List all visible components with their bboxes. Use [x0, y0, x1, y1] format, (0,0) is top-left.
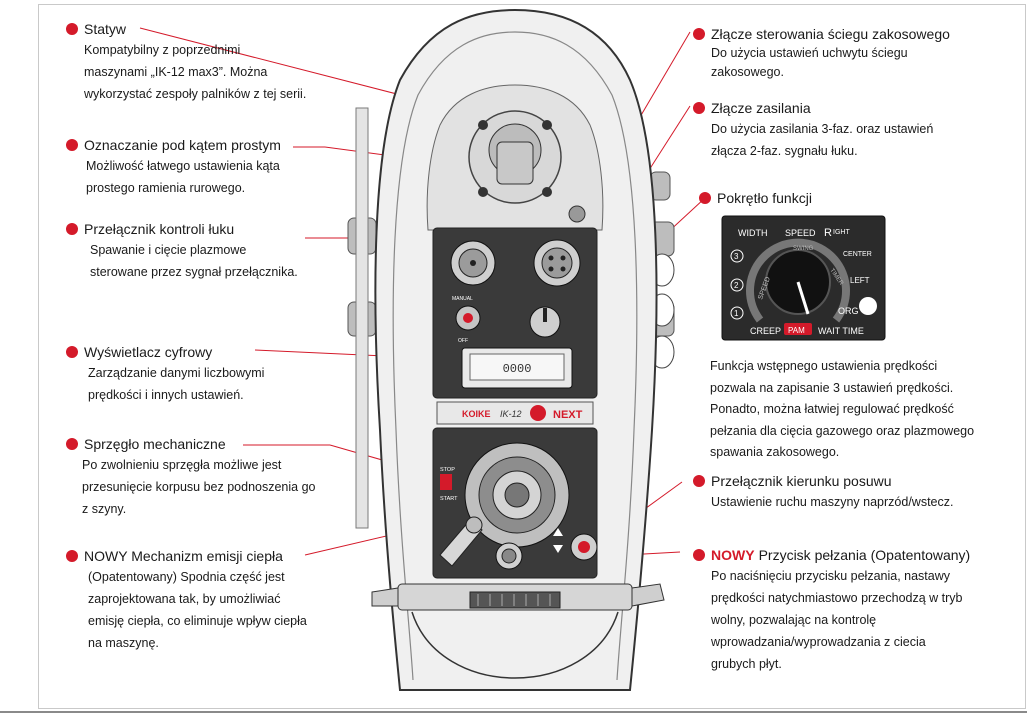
annotation-title: Przełącznik kierunku posuwu	[711, 473, 892, 489]
annotation-body: Funkcja wstępnego ustawienia prędkości p…	[710, 359, 975, 459]
dial-swing-label: SWING	[793, 246, 814, 252]
dial-left-label: LEFT	[850, 276, 870, 285]
annotation-pokretlo: Pokrętło funkcji	[699, 188, 899, 208]
display-value: 0000	[503, 362, 532, 376]
dial-pam-label: PAM	[788, 326, 805, 335]
off-label: OFF	[458, 338, 468, 344]
direction-switch	[553, 528, 563, 553]
dial-speed-label: SPEED	[785, 228, 816, 238]
annotation-title: Przycisk pełzania (Opatentowany)	[758, 547, 971, 563]
annotation-body: Zarządzanie danymi liczbowymi prędkości …	[88, 366, 265, 402]
annotation-title: Złącze zasilania	[711, 100, 811, 116]
new-badge: NOWY	[711, 547, 755, 563]
annotation-zasilania: Złącze zasilania Do użycia zasilania 3-f…	[693, 98, 1013, 162]
dial-right-r-label: R	[824, 227, 832, 239]
brand-text: KOIKE	[462, 409, 491, 419]
dial-labels: WIDTH SPEED R IGHT SWING CENTER LEFT TIM…	[734, 227, 872, 336]
annotation-sciegu: Złącze sterowania ściegu zakosowego Do u…	[693, 24, 1013, 82]
start-label: START	[440, 496, 458, 502]
bottom-rule	[0, 711, 1027, 713]
dial-width-label: WIDTH	[738, 228, 768, 238]
annotation-luk: Przełącznik kontroli łuku Spawanie i cię…	[66, 219, 366, 283]
bottom-connector	[495, 542, 523, 570]
annotation-wyswietlacz: Wyświetlacz cyfrowy Zarządzanie danymi l…	[66, 342, 366, 406]
stop-label: STOP	[440, 467, 455, 473]
brand-strip: KOIKE IK-12 NEXT	[436, 401, 594, 425]
bullet-dot	[66, 550, 78, 562]
manual-label: MANUAL	[452, 296, 473, 302]
annotation-title: NOWY Mechanizm emisji ciepła	[84, 548, 283, 564]
dial-org-label: ORG	[838, 306, 859, 316]
bullet-dot	[693, 549, 705, 561]
dial-wait-time-label: WAIT TIME	[818, 326, 864, 336]
dial-preset-3: 3	[734, 252, 739, 261]
annotation-kierunek: Przełącznik kierunku posuwu Ustawienie r…	[693, 471, 1013, 513]
bullet-dot	[66, 346, 78, 358]
annotation-body: Kompatybilny z poprzednimi maszynami „IK…	[84, 43, 307, 101]
dial-preset-2: 2	[734, 281, 739, 290]
annotation-title: Złącze sterowania ściegu zakosowego	[711, 26, 950, 42]
creep-button	[570, 533, 598, 561]
annotation-funkcja: Funkcja wstępnego ustawienia prędkości p…	[710, 356, 1020, 464]
annotation-body: Do użycia zasilania 3-faz. oraz ustawień…	[711, 122, 934, 158]
bullet-dot	[693, 475, 705, 487]
dial-preset-1: 1	[734, 309, 739, 318]
model-text: IK-12	[500, 409, 522, 419]
bullet-dot	[699, 192, 711, 204]
bullet-dot	[66, 223, 78, 235]
panel-function-knob	[529, 306, 561, 338]
annotation-title: Wyświetlacz cyfrowy	[84, 344, 213, 360]
annotation-title: Pokrętło funkcji	[717, 190, 812, 206]
bullet-dot	[693, 28, 705, 40]
annotation-body: Możliwość łatwego ustawienia kąta proste…	[86, 159, 280, 195]
model-suffix-text: NEXT	[553, 409, 583, 421]
annotation-body: Do użycia ustawień uchwytu ściegu zakoso…	[711, 46, 908, 79]
weaving-connector	[450, 240, 496, 286]
dial-right-label: IGHT	[833, 229, 850, 236]
right-wheels	[647, 171, 675, 369]
annotation-title: Statyw	[84, 21, 127, 37]
annotation-statyw: Statyw Kompatybilny z poprzednimi maszyn…	[66, 19, 366, 105]
annotation-title: Oznaczanie pod kątem prostym	[84, 137, 281, 153]
mechanical-clutch	[464, 442, 570, 548]
annotation-sprzeglo: Sprzęgło mechaniczne Po zwolnieniu sprzę…	[66, 434, 366, 520]
annotation-title: Przełącznik kontroli łuku	[84, 221, 235, 237]
stand-boss	[468, 110, 562, 204]
bullet-dot	[66, 438, 78, 450]
arc-switch: MANUAL OFF	[452, 296, 481, 344]
annotation-mechanizm: NOWY Mechanizm emisji ciepła (Opatentowa…	[66, 546, 366, 654]
annotation-title: Sprzęgło mechaniczne	[84, 436, 226, 452]
bullet-dot	[66, 23, 78, 35]
annotation-body: (Opatentowany) Spodnia część jest zaproj…	[88, 570, 307, 650]
power-connector	[533, 239, 581, 287]
bullet-dot	[66, 139, 78, 151]
bullet-dot	[693, 102, 705, 114]
figure-frame	[38, 4, 1026, 709]
dial-center-label: CENTER	[843, 251, 872, 258]
dial-creep-label: CREEP	[750, 326, 781, 336]
clutch-lever	[439, 516, 483, 567]
annotation-body: Po naciśnięciu przycisku pełzania, nasta…	[711, 569, 963, 671]
digital-display: 0000	[461, 347, 573, 389]
annotation-body: Spawanie i cięcie plazmowe sterowane prz…	[90, 243, 298, 279]
annotation-body: Ustawienie ruchu maszyny naprzód/wstecz.	[711, 495, 954, 509]
heat-emission-base	[371, 583, 665, 611]
function-dial-enlarged	[721, 215, 886, 341]
annotation-body: Po zwolnieniu sprzęgła możliwe jest prze…	[82, 458, 316, 516]
annotation-kat: Oznaczanie pod kątem prostym Możliwość ł…	[66, 135, 366, 199]
